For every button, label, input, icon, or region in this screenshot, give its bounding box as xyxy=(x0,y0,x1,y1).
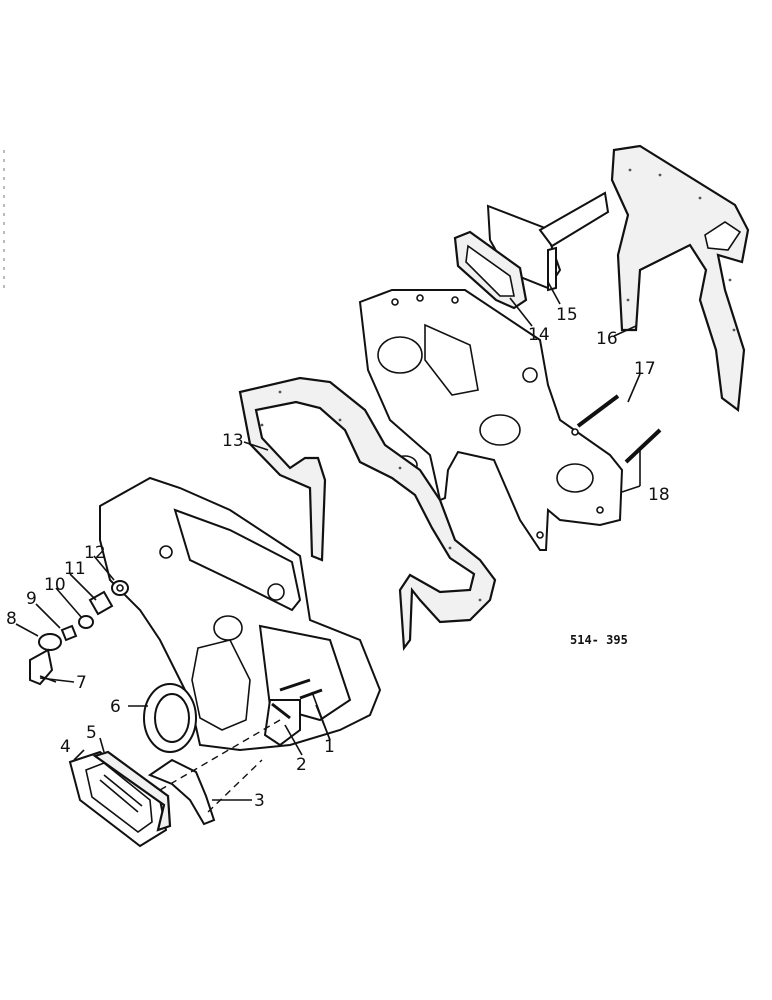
callout-8: 8 xyxy=(6,609,17,629)
part-13-gasket xyxy=(238,376,497,652)
callout-12: 12 xyxy=(84,543,106,563)
part-16-gasket xyxy=(610,144,750,413)
part-14-gasket xyxy=(453,230,528,310)
alignment-line-2 xyxy=(207,759,263,813)
part-4-5-cover xyxy=(68,750,172,848)
callout-1: 1 xyxy=(324,737,335,757)
bolts-1-2 xyxy=(271,678,323,720)
callout-4: 4 xyxy=(60,737,71,757)
callout-15: 15 xyxy=(556,305,578,325)
callout-17: 17 xyxy=(634,359,656,379)
leader-lines xyxy=(15,281,641,801)
callout-16: 16 xyxy=(596,329,618,349)
part-6-seal xyxy=(143,683,197,753)
callout-13: 13 xyxy=(222,431,244,451)
part-3-bracket xyxy=(147,758,216,826)
front-plate xyxy=(358,289,624,551)
callout-18: 18 xyxy=(648,485,670,505)
callout-2: 2 xyxy=(296,755,307,775)
callout-9: 9 xyxy=(26,589,37,609)
studs-17-18 xyxy=(576,394,662,464)
diagram-code: 514- 395 xyxy=(570,633,628,647)
timing-cover-housing xyxy=(99,476,382,752)
callout-5: 5 xyxy=(86,723,97,743)
callout-7: 7 xyxy=(76,673,87,693)
callout-labels: 1 2 3 4 5 6 7 8 9 10 11 12 13 14 15 16 1… xyxy=(6,305,670,811)
callout-11: 11 xyxy=(64,559,86,579)
callout-14: 14 xyxy=(528,325,550,345)
callout-3: 3 xyxy=(254,791,265,811)
fittings-8-12 xyxy=(38,580,129,651)
callout-10: 10 xyxy=(44,575,66,595)
callout-6: 6 xyxy=(110,697,121,717)
